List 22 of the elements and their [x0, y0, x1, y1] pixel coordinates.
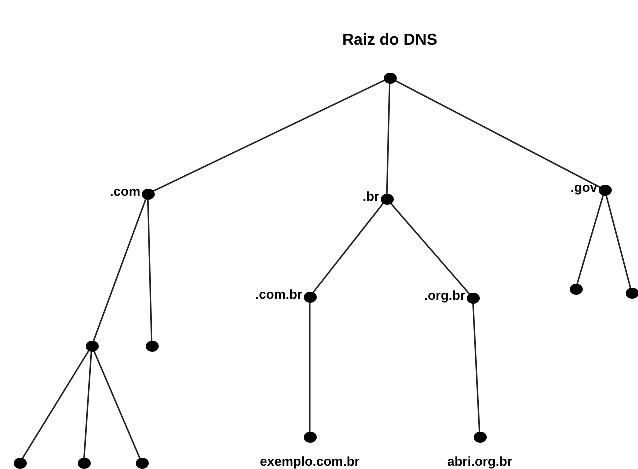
tree-branch-line — [93, 350, 141, 459]
domain-label: abri.org.br — [448, 454, 513, 468]
domain-label: exemplo.com.br — [260, 454, 360, 468]
tree-branch-line — [606, 194, 632, 288]
tree-branch-line — [93, 198, 147, 342]
tree-branch-line — [84, 350, 92, 458]
domain-label: .com.br — [256, 288, 302, 300]
tree-branch-line — [147, 198, 153, 342]
tree-branch-line — [472, 302, 480, 432]
domain-label: Raiz do DNS — [342, 32, 438, 48]
tree-branch-line — [22, 350, 90, 460]
tree-branch-line — [312, 202, 384, 294]
tree-branch-line — [390, 202, 470, 295]
domain-label: .br — [362, 190, 380, 202]
tree-branch-line — [386, 82, 391, 194]
domain-label: .gov — [570, 180, 598, 194]
domain-label: .com — [110, 184, 140, 198]
tree-branch-line — [152, 79, 386, 193]
tree-branch-line — [576, 194, 604, 284]
tree-branch-line — [309, 302, 311, 432]
tree-branch-line — [394, 80, 601, 188]
domain-label: .org.br — [424, 288, 466, 302]
